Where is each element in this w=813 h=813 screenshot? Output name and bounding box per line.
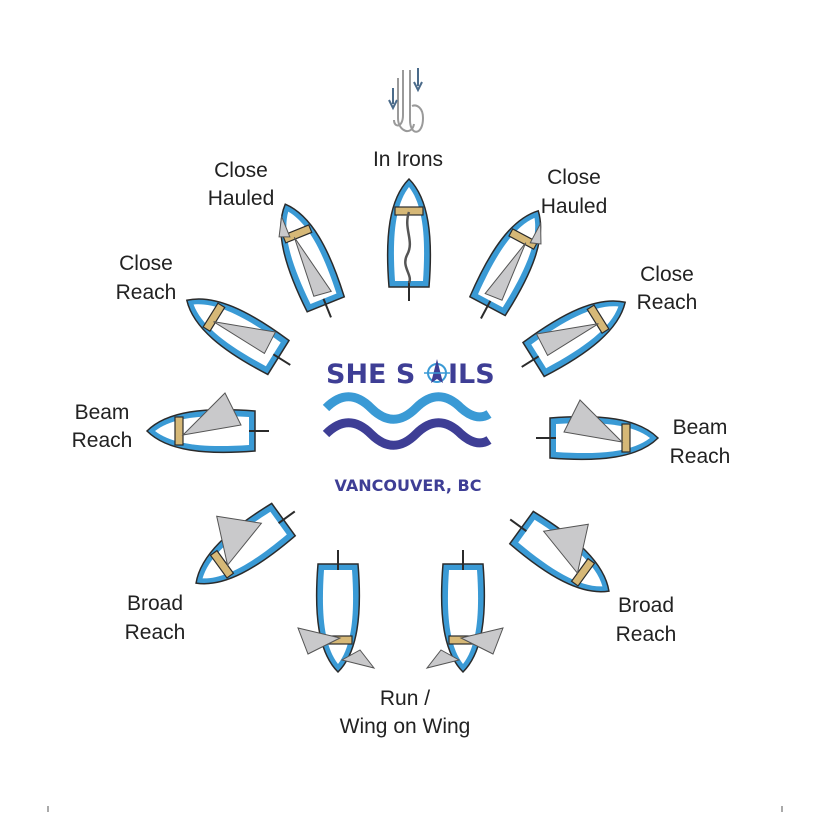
label-close-hauled-right-line2: Hauled — [541, 195, 608, 218]
label-run-line1: Run / — [380, 687, 430, 710]
logo-title-right: ILS — [448, 359, 495, 390]
boat-broad-reach-right — [496, 501, 623, 610]
label-close-reach-left-line2: Reach — [116, 281, 177, 304]
wave-dark — [322, 418, 492, 450]
logo-title-left: SHE S — [326, 359, 415, 390]
boat-close-hauled-right — [461, 199, 559, 330]
boat-beam-reach-left — [146, 392, 270, 454]
label-close-hauled-left-line1: Close — [214, 159, 268, 182]
boat-close-reach-right — [509, 283, 638, 387]
label-close-reach-right-line2: Reach — [637, 291, 698, 314]
label-broad-reach-left-line2: Reach — [125, 621, 186, 644]
label-beam-reach-right-line2: Reach — [670, 445, 731, 468]
boat-close-hauled-left — [264, 195, 352, 327]
label-close-reach-right-line1: Close — [640, 263, 694, 286]
boat-broad-reach-left — [182, 493, 309, 602]
wave-light — [322, 392, 492, 424]
boat-run-left — [297, 549, 376, 673]
label-close-reach-left-line1: Close — [119, 252, 173, 275]
label-close-hauled-right-line1: Close — [547, 166, 601, 189]
label-close-hauled-left-line2: Hauled — [208, 187, 275, 210]
label-beam-reach-right-line1: Beam — [673, 416, 728, 439]
label-broad-reach-right-line1: Broad — [618, 594, 674, 617]
she-sails-logo: SHE S ILS VANCOUVER, BC — [322, 359, 495, 495]
label-broad-reach-right-line2: Reach — [616, 623, 677, 646]
label-broad-reach-left-line1: Broad — [127, 592, 183, 615]
boat-beam-reach-right — [535, 399, 659, 461]
label-in-irons: In Irons — [373, 148, 443, 171]
label-run-line2: Wing on Wing — [340, 715, 471, 738]
label-beam-reach-left-line2: Reach — [72, 429, 133, 452]
compass-icon — [424, 359, 450, 383]
boat-in-irons — [386, 178, 432, 302]
logo-location: VANCOUVER, BC — [335, 476, 482, 495]
boat-close-reach-left — [174, 281, 303, 385]
wind-icon — [388, 68, 425, 133]
label-beam-reach-left-line1: Beam — [75, 401, 130, 424]
boat-run-right — [425, 549, 504, 673]
